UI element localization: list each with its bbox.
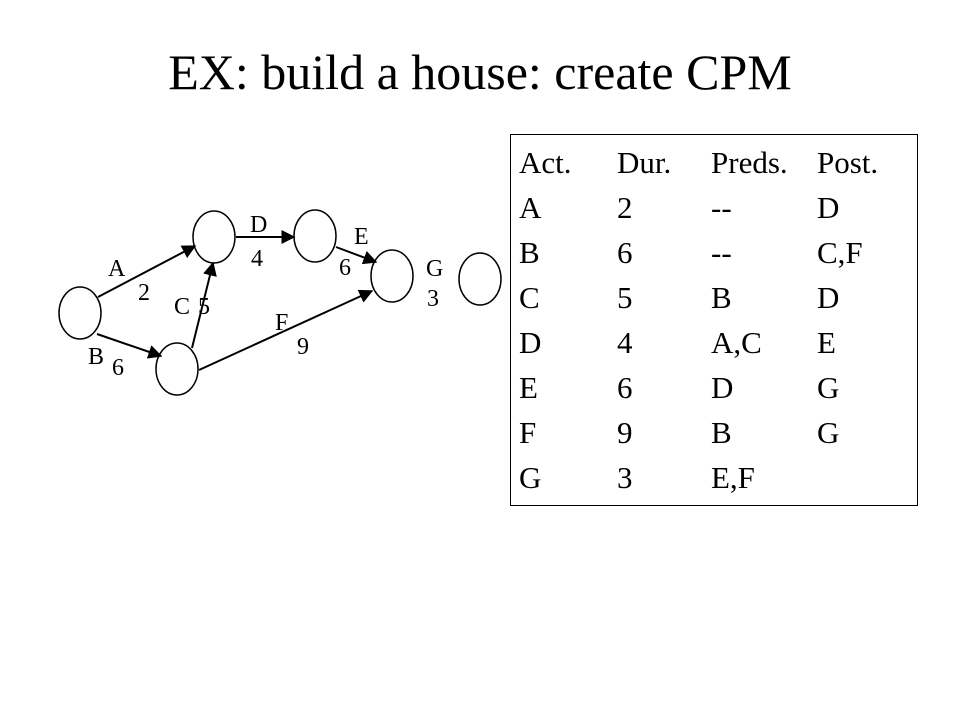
node-after-a <box>192 210 236 264</box>
table-cell: 2 <box>617 190 633 225</box>
activity-b-arrow <box>96 333 163 359</box>
activity-table: Act. Dur. Preds. Post. A 2 -- D B 6 -- C… <box>510 134 918 506</box>
table-cell: D <box>519 325 542 360</box>
node-after-e-f <box>370 249 414 303</box>
activity-c-arrow <box>191 261 217 349</box>
header-activity: Act. <box>519 145 572 180</box>
activity-e-arrow <box>335 246 378 265</box>
table-cell: D <box>817 280 840 315</box>
table-cell: E,F <box>711 460 755 495</box>
activity-a-arrow <box>97 245 197 298</box>
table-cell: 6 <box>617 235 633 270</box>
table-cell: A,C <box>711 325 762 360</box>
node-after-b <box>155 342 199 396</box>
table-cell: G <box>817 370 840 405</box>
table-cell: C <box>519 280 540 315</box>
table-cell: F <box>519 415 537 450</box>
activity-d-label: D <box>250 212 267 238</box>
activity-a-duration: 2 <box>138 280 150 306</box>
activity-f-arrow <box>198 289 374 371</box>
header-successors: Post. <box>817 145 879 180</box>
table-cell: B <box>711 415 732 450</box>
table-cell: -- <box>711 235 732 270</box>
activity-d-duration: 4 <box>251 246 263 272</box>
table-cell: E <box>817 325 836 360</box>
activity-a-label: A <box>108 256 126 282</box>
header-duration: Dur. <box>617 145 672 180</box>
table-cell: G <box>519 460 542 495</box>
activity-f-label: F <box>275 310 288 336</box>
table-cell: C,F <box>817 235 863 270</box>
activity-e-duration: 6 <box>339 255 351 281</box>
table-cell: B <box>519 235 540 270</box>
table-cell: 6 <box>617 370 633 405</box>
node-after-d <box>293 209 337 263</box>
table-cell: 5 <box>617 280 633 315</box>
node-end <box>458 252 502 306</box>
activity-g-duration: 3 <box>427 286 439 312</box>
table-cell: A <box>519 190 542 225</box>
table-cell: D <box>711 370 734 405</box>
header-predecessors: Preds. <box>711 145 788 180</box>
table-cell: D <box>817 190 840 225</box>
activity-e-label: E <box>354 224 369 250</box>
slide-title: EX: build a house: create CPM <box>168 44 792 100</box>
activity-c-duration: 5 <box>198 294 210 320</box>
activity-network-diagram: A 2 B 6 C 5 D 4 E 6 F 9 G 3 <box>58 209 502 396</box>
table-cell: -- <box>711 190 732 225</box>
activity-b-label: B <box>88 344 104 370</box>
table-cell: 9 <box>617 415 633 450</box>
table-cell: 4 <box>617 325 633 360</box>
table-cell: E <box>519 370 538 405</box>
activity-c-label: C <box>174 294 190 320</box>
table-cell: 3 <box>617 460 633 495</box>
table-cell: B <box>711 280 732 315</box>
activity-b-duration: 6 <box>112 355 124 381</box>
table-cell: G <box>817 415 840 450</box>
activity-g-label: G <box>426 256 443 282</box>
node-start <box>58 286 102 340</box>
activity-f-duration: 9 <box>297 334 309 360</box>
